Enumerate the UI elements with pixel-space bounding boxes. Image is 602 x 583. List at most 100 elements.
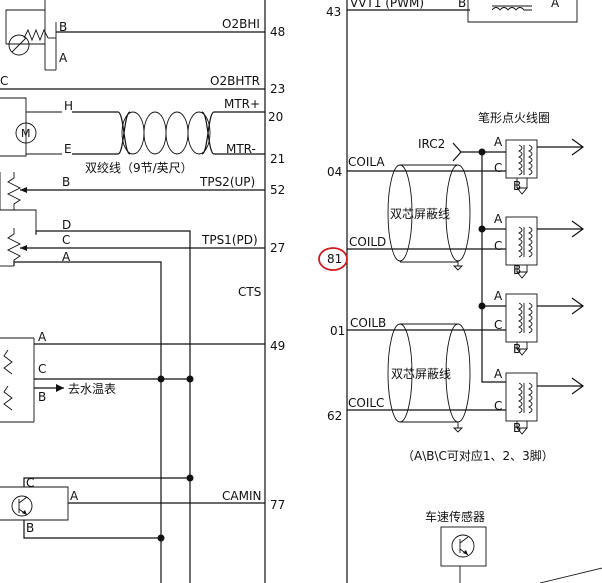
signal-coila: COILA bbox=[348, 155, 385, 169]
junction-190-379 bbox=[186, 375, 194, 383]
tps-letter-a: A bbox=[62, 250, 71, 264]
motor-circle bbox=[15, 122, 37, 144]
shield-cable-1 bbox=[387, 164, 471, 271]
tps-a-wire bbox=[13, 261, 162, 583]
ignition-coil-2 bbox=[505, 216, 585, 279]
shield-label-2: 双芯屏蔽线 bbox=[391, 367, 451, 381]
pin-43: 43 bbox=[326, 5, 341, 19]
cam-sensor bbox=[0, 486, 69, 521]
pin-04: 04 bbox=[327, 165, 342, 179]
ignition-coil-3 bbox=[505, 293, 585, 356]
coil1-letter-b: B bbox=[513, 179, 521, 193]
signal-tps1: TPS1(PD) bbox=[201, 233, 258, 247]
cam-letter-b: B bbox=[26, 521, 34, 535]
pin-52: 52 bbox=[270, 183, 285, 197]
pin-note: （A\B\C可对应1、2、3脚） bbox=[402, 448, 554, 463]
coil3-letter-a: A bbox=[494, 289, 503, 303]
junction-161-538 bbox=[157, 534, 165, 542]
junction-482-152 bbox=[478, 148, 486, 156]
speed-sensor-circle bbox=[451, 534, 475, 558]
tps-d-wire bbox=[35, 230, 191, 583]
letter-c-top: C bbox=[0, 74, 8, 88]
pin-20: 20 bbox=[268, 110, 283, 124]
temp-gauge-arrow bbox=[56, 384, 64, 392]
coil2-ground-icon bbox=[516, 271, 528, 279]
temp-letter-a: A bbox=[38, 330, 47, 344]
coil4-letter-a: A bbox=[494, 367, 503, 381]
vvt-letter-b: B bbox=[458, 0, 466, 10]
coil3-ground-icon bbox=[516, 348, 528, 356]
coil2-output-arrow-icon bbox=[571, 220, 585, 238]
coil3-letter-c: C bbox=[494, 318, 502, 332]
coil2-letter-a: A bbox=[494, 212, 503, 226]
cam-letter-a: A bbox=[70, 489, 79, 503]
pin-62: 62 bbox=[327, 409, 342, 423]
coil3-output-arrow-icon bbox=[571, 297, 585, 315]
junction-161-379 bbox=[157, 375, 165, 383]
vvt-solenoid-box bbox=[467, 0, 578, 23]
pin-81: 81 bbox=[327, 252, 342, 266]
coil3-letter-b: B bbox=[513, 342, 521, 356]
coil1-output-arrow-icon bbox=[571, 138, 585, 156]
tps2-arrow bbox=[20, 187, 27, 193]
tps-letter-c: C bbox=[62, 233, 70, 247]
pin-27: 27 bbox=[270, 241, 285, 255]
temp-gauge-label: 去水温表 bbox=[68, 382, 116, 396]
temp-letter-c: C bbox=[38, 362, 46, 376]
motor-letter-e: E bbox=[64, 142, 72, 156]
throttle-motor: M H E bbox=[0, 97, 73, 157]
ignition-coil-1 bbox=[505, 138, 585, 195]
coil2-letter-b: B bbox=[513, 263, 521, 277]
coil1-letter-a: A bbox=[494, 135, 503, 149]
o2-sensor: B A bbox=[5, 0, 68, 71]
corner-line bbox=[539, 567, 602, 583]
shield1-ground-icon bbox=[452, 265, 464, 271]
coil4-ground-icon bbox=[516, 427, 528, 435]
speed-sensor bbox=[440, 526, 487, 583]
coil2-letter-c: C bbox=[494, 239, 502, 253]
shield-label-1: 双芯屏蔽线 bbox=[390, 207, 450, 221]
signal-o2bhi: O2BHI bbox=[222, 17, 260, 31]
coil1-ground-icon bbox=[516, 187, 528, 195]
coil4-letter-c: C bbox=[494, 399, 502, 413]
coil4-letter-b: B bbox=[513, 421, 521, 435]
vvt-letter-a: A bbox=[551, 0, 560, 10]
pin-77: 77 bbox=[270, 498, 285, 512]
motor-symbol: M bbox=[21, 127, 31, 140]
signal-vvt1: VVT1 (PWM) bbox=[350, 0, 424, 10]
signal-coilc: COILC bbox=[348, 396, 384, 410]
tps1-arrow bbox=[20, 245, 27, 251]
tps-letter-d: D bbox=[62, 218, 71, 232]
coil-title: 笔形点火线圈 bbox=[478, 110, 550, 125]
ignition-coil-4 bbox=[505, 372, 585, 435]
signal-cts: CTS bbox=[238, 285, 261, 299]
o2-letter-b: B bbox=[59, 20, 67, 34]
coil1-letter-c: C bbox=[494, 161, 502, 175]
speed-sensor-label: 车速传感器 bbox=[425, 509, 485, 524]
motor-letter-h: H bbox=[64, 99, 73, 113]
signal-mtr-minus: MTR- bbox=[226, 142, 256, 156]
signal-coilb: COILB bbox=[350, 316, 386, 330]
vvt-coil-icon bbox=[491, 7, 532, 11]
cam-letter-c: C bbox=[26, 476, 34, 490]
twisted-pair-note: 双绞线（9节/英尺） bbox=[85, 160, 193, 175]
pin-01: 01 bbox=[330, 324, 345, 338]
pin-48: 48 bbox=[270, 25, 285, 39]
pin-81-highlight-circle bbox=[318, 247, 348, 271]
junction-482-306 bbox=[478, 302, 486, 310]
o2-letter-a: A bbox=[59, 51, 68, 65]
pin-21: 21 bbox=[270, 152, 285, 166]
cam-sensor-circle bbox=[11, 495, 33, 517]
tps-letter-b: B bbox=[62, 175, 70, 189]
temp-letter-b: B bbox=[38, 390, 46, 404]
junction-482-229 bbox=[478, 225, 486, 233]
twisted-pair bbox=[72, 111, 265, 155]
signal-coild: COILD bbox=[349, 235, 386, 249]
pin-23: 23 bbox=[270, 82, 285, 96]
pin-49: 49 bbox=[270, 339, 285, 353]
cam-c-wire bbox=[23, 477, 190, 487]
tps-potentiometers bbox=[0, 172, 37, 267]
shield2-ground-icon bbox=[452, 427, 464, 433]
coolant-temp-sensor bbox=[0, 337, 35, 423]
